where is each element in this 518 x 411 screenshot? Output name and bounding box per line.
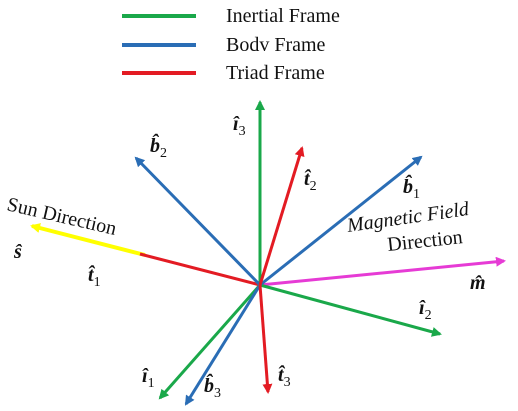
body-b2-arrow: [134, 156, 262, 287]
magnetic-field-arrow: [259, 256, 506, 287]
sun-direction-arrow: [30, 223, 146, 257]
triad-t2-arrow: [258, 146, 305, 286]
label-b2: b̂2: [150, 132, 167, 161]
inertial-i2-arrow: [259, 283, 442, 337]
label-t2: t̂2: [304, 168, 317, 194]
legend-triad-label: Triad Frame: [226, 62, 325, 84]
legend-inertial-label: Inertial Frame: [226, 5, 340, 27]
label-t3: t̂3: [278, 364, 291, 390]
label-i2: î2: [419, 297, 432, 323]
label-t1: t̂1: [88, 264, 101, 290]
vector-labels: î3 b̂2 t̂2 b̂1 ŝ t̂1 m̂ î2 î1 b̂3 t̂3: [13, 113, 486, 401]
magnetic-field-caption-line2: Direction: [386, 226, 463, 256]
label-i1: î1: [142, 365, 155, 391]
triad-t1-arrow: [139, 252, 261, 287]
body-b3-arrow: [184, 284, 262, 406]
label-b1: b̂1: [403, 173, 420, 202]
legend-body-label: Bodv Frame: [226, 34, 326, 56]
label-m: m̂: [470, 272, 486, 294]
label-i3: î3: [233, 113, 246, 139]
inertial-i1-arrow: [158, 284, 262, 400]
triad-t3-arrow: [258, 284, 273, 394]
body-b1-arrow: [259, 155, 423, 287]
legend: Inertial Frame Bodv Frame Triad Frame: [122, 5, 340, 84]
label-s: ŝ: [13, 241, 23, 263]
label-b3: b̂3: [204, 372, 221, 401]
vectors: [30, 100, 506, 406]
captions: Sun Direction Magnetic Field Direction: [5, 193, 471, 256]
